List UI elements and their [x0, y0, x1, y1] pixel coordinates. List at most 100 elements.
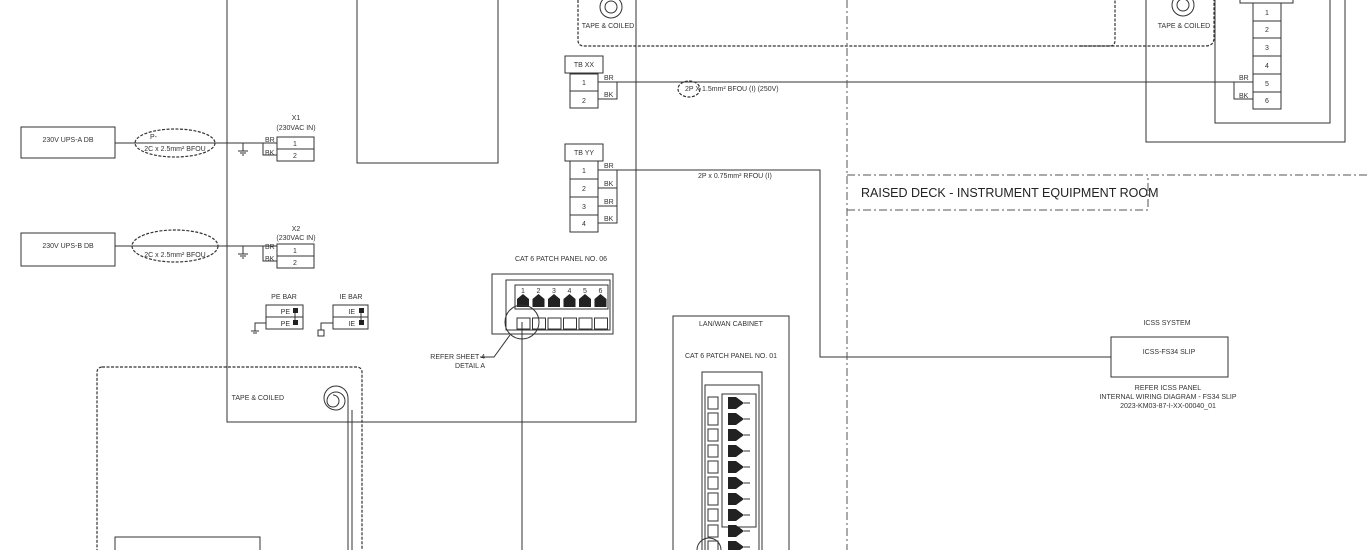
svg-text:ICSS-FS34 SLIP: ICSS-FS34 SLIP	[1143, 349, 1196, 356]
rj45-port-icon	[728, 413, 744, 425]
port-label-slot	[707, 460, 719, 474]
cable-coil-icon	[599, 0, 623, 19]
svg-text:BK: BK	[604, 216, 614, 223]
ups-b-db-box	[20, 232, 116, 267]
port-number: 5	[583, 288, 587, 295]
ground-icon	[238, 246, 248, 259]
cable-spec: 2C x 2.5mm² BFOU	[144, 146, 205, 153]
enclosure-outline	[226, 0, 637, 423]
icss-system: ICSS SYSTEM ICSS-FS34 SLIP REFER ICSS PA…	[1099, 320, 1236, 410]
svg-text:PE: PE	[281, 321, 291, 328]
svg-text:4: 4	[1265, 63, 1269, 70]
port-label-slot	[707, 428, 719, 442]
ups-b-label: 230V UPS-B DB	[42, 243, 94, 250]
cable-spec: 2P x 0.75mm² RFOU (I)	[698, 173, 772, 180]
svg-text:2: 2	[582, 98, 586, 105]
svg-text:INTERNAL WIRING DIAGRAM - FS34: INTERNAL WIRING DIAGRAM - FS34 SLIP	[1099, 394, 1236, 401]
port-number: 4	[568, 288, 572, 295]
zone-boundary	[846, 0, 1370, 550]
svg-text:5: 5	[1265, 81, 1269, 88]
port-label-slot	[547, 317, 562, 330]
svg-text:BK: BK	[1239, 93, 1249, 100]
svg-text:TB XX: TB XX	[574, 62, 595, 69]
svg-text:3: 3	[1265, 45, 1269, 52]
svg-text:BR: BR	[604, 75, 614, 82]
ground-icon	[238, 143, 248, 156]
svg-text:1: 1	[293, 141, 297, 148]
port-number: 6	[599, 288, 603, 295]
svg-text:REFER SHEET 4: REFER SHEET 4	[430, 354, 485, 361]
cable-coil-icon	[323, 385, 349, 550]
device-box	[356, 0, 499, 164]
svg-text:TB YY: TB YY	[574, 150, 594, 157]
svg-text:IE BAR: IE BAR	[340, 294, 363, 301]
svg-text:PE BAR: PE BAR	[271, 294, 297, 301]
rj45-port-icon	[728, 429, 744, 441]
svg-text:TAPE & COILED: TAPE & COILED	[1158, 23, 1210, 30]
port-label-slot	[578, 317, 593, 330]
cable-coil-area	[96, 366, 363, 550]
svg-text:X1: X1	[292, 115, 301, 122]
port-label-slot	[707, 412, 719, 426]
port-label-slot	[707, 508, 719, 522]
terminal-tb-xx: TB XX 1 2 BR BK 2P X 1.5mm² BFOU (I) (25…	[564, 55, 1253, 109]
svg-text:DETAIL A: DETAIL A	[455, 363, 485, 370]
ups-a-label: 230V UPS-A DB	[43, 137, 94, 144]
cable-tag: P-	[150, 134, 158, 141]
svg-text:BR: BR	[604, 163, 614, 170]
cable-spec: 2C x 2.5mm² BFOU	[144, 252, 205, 259]
svg-text:BK: BK	[604, 92, 614, 99]
port-label-slot	[707, 492, 719, 506]
rj45-port-icon	[728, 541, 744, 550]
port-label-slot	[707, 540, 719, 550]
svg-text:TAPE & COILED: TAPE & COILED	[582, 23, 634, 30]
terminal-x2: X2 (230VAC IN) 1 2 BR BK	[262, 226, 316, 269]
svg-text:BK: BK	[604, 181, 614, 188]
svg-text:BK: BK	[265, 256, 275, 263]
svg-text:PE: PE	[281, 309, 291, 316]
svg-text:IE: IE	[348, 309, 355, 316]
rj45-port-icon	[728, 477, 744, 489]
svg-text:ICSS SYSTEM: ICSS SYSTEM	[1143, 320, 1190, 327]
rj45-port-icon	[728, 493, 744, 505]
svg-text:LAN/WAN CABINET: LAN/WAN CABINET	[699, 321, 764, 328]
port-label-slot	[707, 396, 719, 410]
rj45-port-icon	[594, 294, 607, 307]
rj45-port-icon	[728, 509, 744, 521]
svg-text:2: 2	[293, 260, 297, 267]
cable-coil-area	[577, 0, 1116, 47]
tape-coiled-label: TAPE & COILED	[232, 395, 284, 402]
svg-text:X2: X2	[292, 226, 301, 233]
port-number: 3	[552, 288, 556, 295]
terminal-tb-yy: TB YY 1 2 3 4 BR BK BR BK 2P x 0.75mm² R…	[564, 143, 1111, 358]
ups-b-feed: 230V UPS-B DB 2C x 2.5mm² BFOU	[20, 229, 277, 267]
svg-text:CAT 6 PATCH PANEL NO. 06: CAT 6 PATCH PANEL NO. 06	[515, 256, 607, 263]
svg-text:BR: BR	[604, 199, 614, 206]
ground-icon	[251, 313, 296, 334]
port-number: 2	[537, 288, 541, 295]
rj45-port-icon	[579, 294, 591, 307]
svg-text:REFER ICSS PANEL: REFER ICSS PANEL	[1135, 385, 1201, 392]
pe-bar: PE BAR PE PE	[251, 294, 304, 334]
ups-a-feed: 230V UPS-A DB P- 2C x 2.5mm² BFOU	[20, 126, 277, 159]
svg-text:1: 1	[293, 248, 297, 255]
revision-cloud	[134, 128, 216, 158]
svg-text:BR: BR	[1239, 75, 1249, 82]
svg-text:1: 1	[582, 168, 586, 175]
revision-cloud	[131, 229, 219, 263]
svg-text:BR: BR	[265, 244, 275, 251]
svg-text:1: 1	[582, 80, 586, 87]
svg-text:IE: IE	[348, 321, 355, 328]
svg-text:4: 4	[582, 221, 586, 228]
port-label-slot	[707, 444, 719, 458]
terminal-x1: X1 (230VAC IN) 1 2 BR BK	[262, 115, 316, 162]
svg-text:(230VAC IN): (230VAC IN)	[276, 235, 315, 242]
rj45-port-icon	[517, 294, 529, 307]
lan-wan-cabinet: LAN/WAN CABINET CAT 6 PATCH PANEL NO. 01	[672, 315, 790, 550]
svg-text:2: 2	[1265, 27, 1269, 34]
rj45-port-icon	[728, 445, 744, 457]
svg-text:2023-KM03-87-I-XX-00040_01: 2023-KM03-87-I-XX-00040_01	[1120, 403, 1216, 410]
svg-text:(230VAC IN): (230VAC IN)	[276, 125, 315, 132]
